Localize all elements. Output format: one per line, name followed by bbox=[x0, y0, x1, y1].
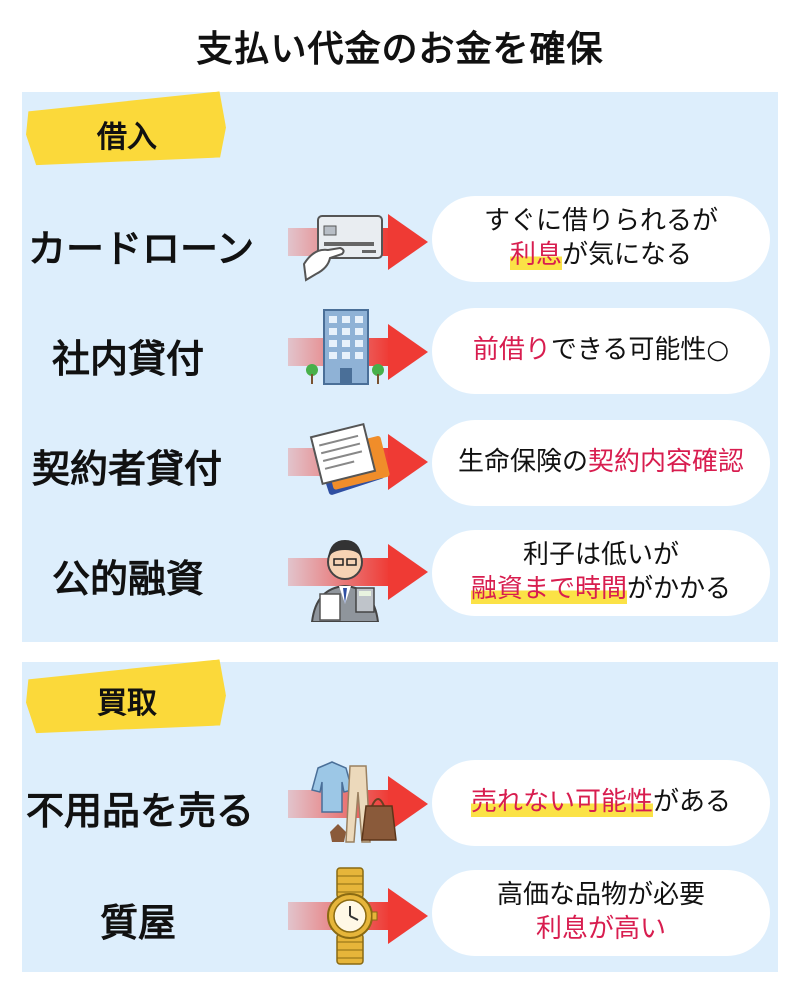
page-title: 支払い代金のお金を確保 bbox=[196, 29, 604, 70]
bubble-text: が気になる bbox=[562, 240, 693, 270]
bubble-line: 売れない可能性がある bbox=[470, 786, 732, 820]
info-bubble: 生命保険の契約内容確認 bbox=[432, 420, 770, 506]
row-label-policyholder-loan: 契約者貸付 bbox=[32, 447, 223, 491]
clothes-bag-icon bbox=[311, 761, 397, 843]
bubble-text: 利息が高い bbox=[535, 914, 666, 944]
bubble-text: 契約内容確認 bbox=[588, 447, 745, 478]
bubble-text: がある bbox=[653, 787, 732, 818]
bubble-text: すぐに借りられるが bbox=[483, 206, 718, 237]
credit-card-icon bbox=[302, 215, 383, 282]
info-bubble: 利子は低いが 融資まで時間がかかる bbox=[432, 530, 770, 616]
bubble-text: 前借り bbox=[472, 335, 551, 366]
wristwatch-icon bbox=[327, 867, 378, 965]
bubble-text: 融資まで時間 bbox=[470, 574, 627, 604]
bubble-line: すぐに借りられるが bbox=[484, 205, 718, 239]
bubble-text: 利息 bbox=[509, 240, 562, 270]
bubble-line: 生命保険の契約内容確認 bbox=[458, 446, 744, 480]
bubble-text: 利子は低いが bbox=[522, 540, 679, 571]
info-bubble: 前借りできる可能性○ bbox=[432, 308, 770, 394]
buy-section-label: 買取 bbox=[97, 686, 157, 721]
documents-icon bbox=[309, 422, 390, 495]
info-bubble: 売れない可能性がある bbox=[432, 760, 770, 846]
row-label-public-financing: 公的融資 bbox=[52, 557, 205, 601]
bubble-text: できる可能性○ bbox=[550, 335, 730, 366]
bubble-line: 前借りできる可能性○ bbox=[473, 334, 729, 368]
bubble-line: 利息が気になる bbox=[509, 239, 693, 273]
bubble-text: がかかる bbox=[627, 574, 732, 604]
businessman-calculator-icon bbox=[310, 540, 380, 622]
bubble-text: 高価な品物が必要 bbox=[496, 880, 705, 911]
row-label-company-loan: 社内貸付 bbox=[52, 337, 205, 381]
bubble-line: 高価な品物が必要 bbox=[497, 879, 705, 913]
row-label-pawnshop: 質屋 bbox=[100, 901, 177, 945]
bubble-line: 利子は低いが bbox=[523, 539, 679, 573]
row-label-card-loan: カードローン bbox=[28, 227, 255, 271]
bubble-line: 融資まで時間がかかる bbox=[470, 573, 732, 607]
bubble-text: 生命保険の bbox=[457, 447, 588, 478]
row-label-sell-unneeded-items: 不用品を売る bbox=[26, 789, 255, 833]
bubble-line: 利息が高い bbox=[536, 913, 666, 947]
bubble-text: 売れない可能性 bbox=[470, 787, 653, 818]
info-bubble: すぐに借りられるが 利息が気になる bbox=[432, 196, 770, 282]
office-building-icon bbox=[306, 309, 384, 385]
info-bubble: 高価な品物が必要 利息が高い bbox=[432, 870, 770, 956]
borrow-section-label: 借入 bbox=[97, 120, 157, 155]
